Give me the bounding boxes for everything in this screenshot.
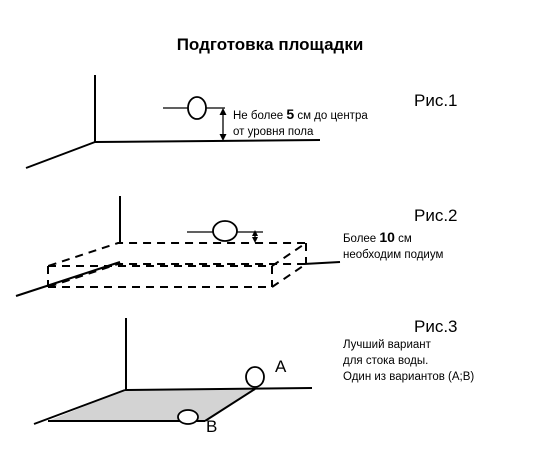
fig2-note-line2: необходим подиум [343, 249, 443, 261]
fig3-floor-side-line [33, 389, 126, 425]
fig1-floor-back-line [94, 139, 321, 143]
fig2-drain-circle [212, 220, 238, 242]
fig1-note-line2: от уровня пола [233, 126, 314, 138]
fig3-point-b-label: В [206, 417, 217, 436]
fig3-floor-area [48, 389, 255, 421]
fig2-podium-outline [47, 242, 310, 288]
fig1-floor-side-line [25, 141, 96, 169]
fig1-drain-circle [187, 96, 207, 120]
fig3-floor-right-line [204, 388, 256, 422]
fig3-note-line2: для стока воды. [343, 355, 428, 367]
fig3-floor-back-line [124, 387, 313, 391]
fig1-label: Рис.1 [414, 91, 458, 110]
figure-3: А В Лучший вариант для стока воды. Один … [33, 317, 474, 436]
fig1-arrow-head-up [219, 108, 227, 115]
fig1-note-line1: Не более 5 см до центра [233, 106, 368, 122]
fig2-arrow-head-up [252, 230, 258, 236]
figure-1: Не более 5 см до центра от уровня пола Р… [25, 75, 458, 169]
fig1-arrow-head-down [219, 134, 227, 141]
fig2-label: Рис.2 [414, 206, 458, 225]
figure-2: Более 10 см необходим подиум Рис.2 [15, 196, 458, 297]
fig3-point-a-label: А [275, 357, 287, 376]
diagram-title: Подготовка площадки [177, 35, 364, 54]
fig2-floor-back-line [303, 261, 341, 265]
fig3-note-line3: Один из вариантов (А;В) [343, 371, 474, 383]
fig2-arrow-head-down [252, 237, 258, 243]
fig3-label: Рис.3 [414, 317, 458, 336]
fig3-drain-a-circle [245, 366, 265, 388]
fig3-note-line1: Лучший вариант [343, 339, 432, 351]
fig2-note-line1: Более 10 см [343, 229, 412, 245]
fig3-drain-b-circle [177, 409, 199, 425]
fig2-floor-side-line [15, 261, 121, 297]
